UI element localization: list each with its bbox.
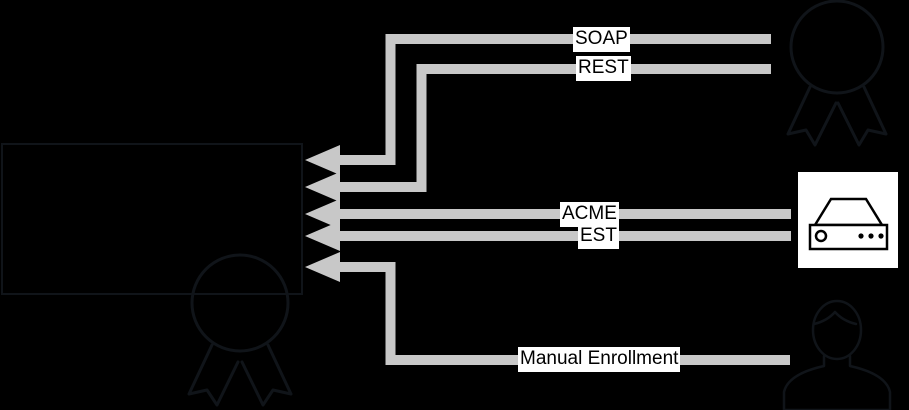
connector-rest[interactable] [305,64,771,202]
certificate-authority-box[interactable] [1,143,303,295]
arrowhead-manual-enrollment [305,252,340,282]
connector-acme[interactable] [305,199,791,229]
connector-manual-enrollment[interactable] [305,252,790,365]
arrowhead-rest [305,172,340,202]
edge-label-rest[interactable]: REST [576,56,631,81]
edge-label-acme[interactable]: ACME [560,202,619,227]
connector-soap[interactable] [305,34,771,175]
certificate-badge-icon-source[interactable] [786,0,888,147]
arrowhead-soap [305,145,340,175]
connector-est[interactable] [305,221,791,251]
edge-label-manual-enrollment[interactable]: Manual Enrollment [518,347,681,372]
edge-label-soap[interactable]: SOAP [573,27,630,52]
edge-label-est[interactable]: EST [578,224,619,249]
arrowhead-est [305,221,340,251]
user-person-icon[interactable] [782,299,892,410]
arrowhead-acme [305,199,340,229]
server-appliance-icon[interactable] [798,172,898,268]
certificate-badge-icon-ca [187,253,293,407]
